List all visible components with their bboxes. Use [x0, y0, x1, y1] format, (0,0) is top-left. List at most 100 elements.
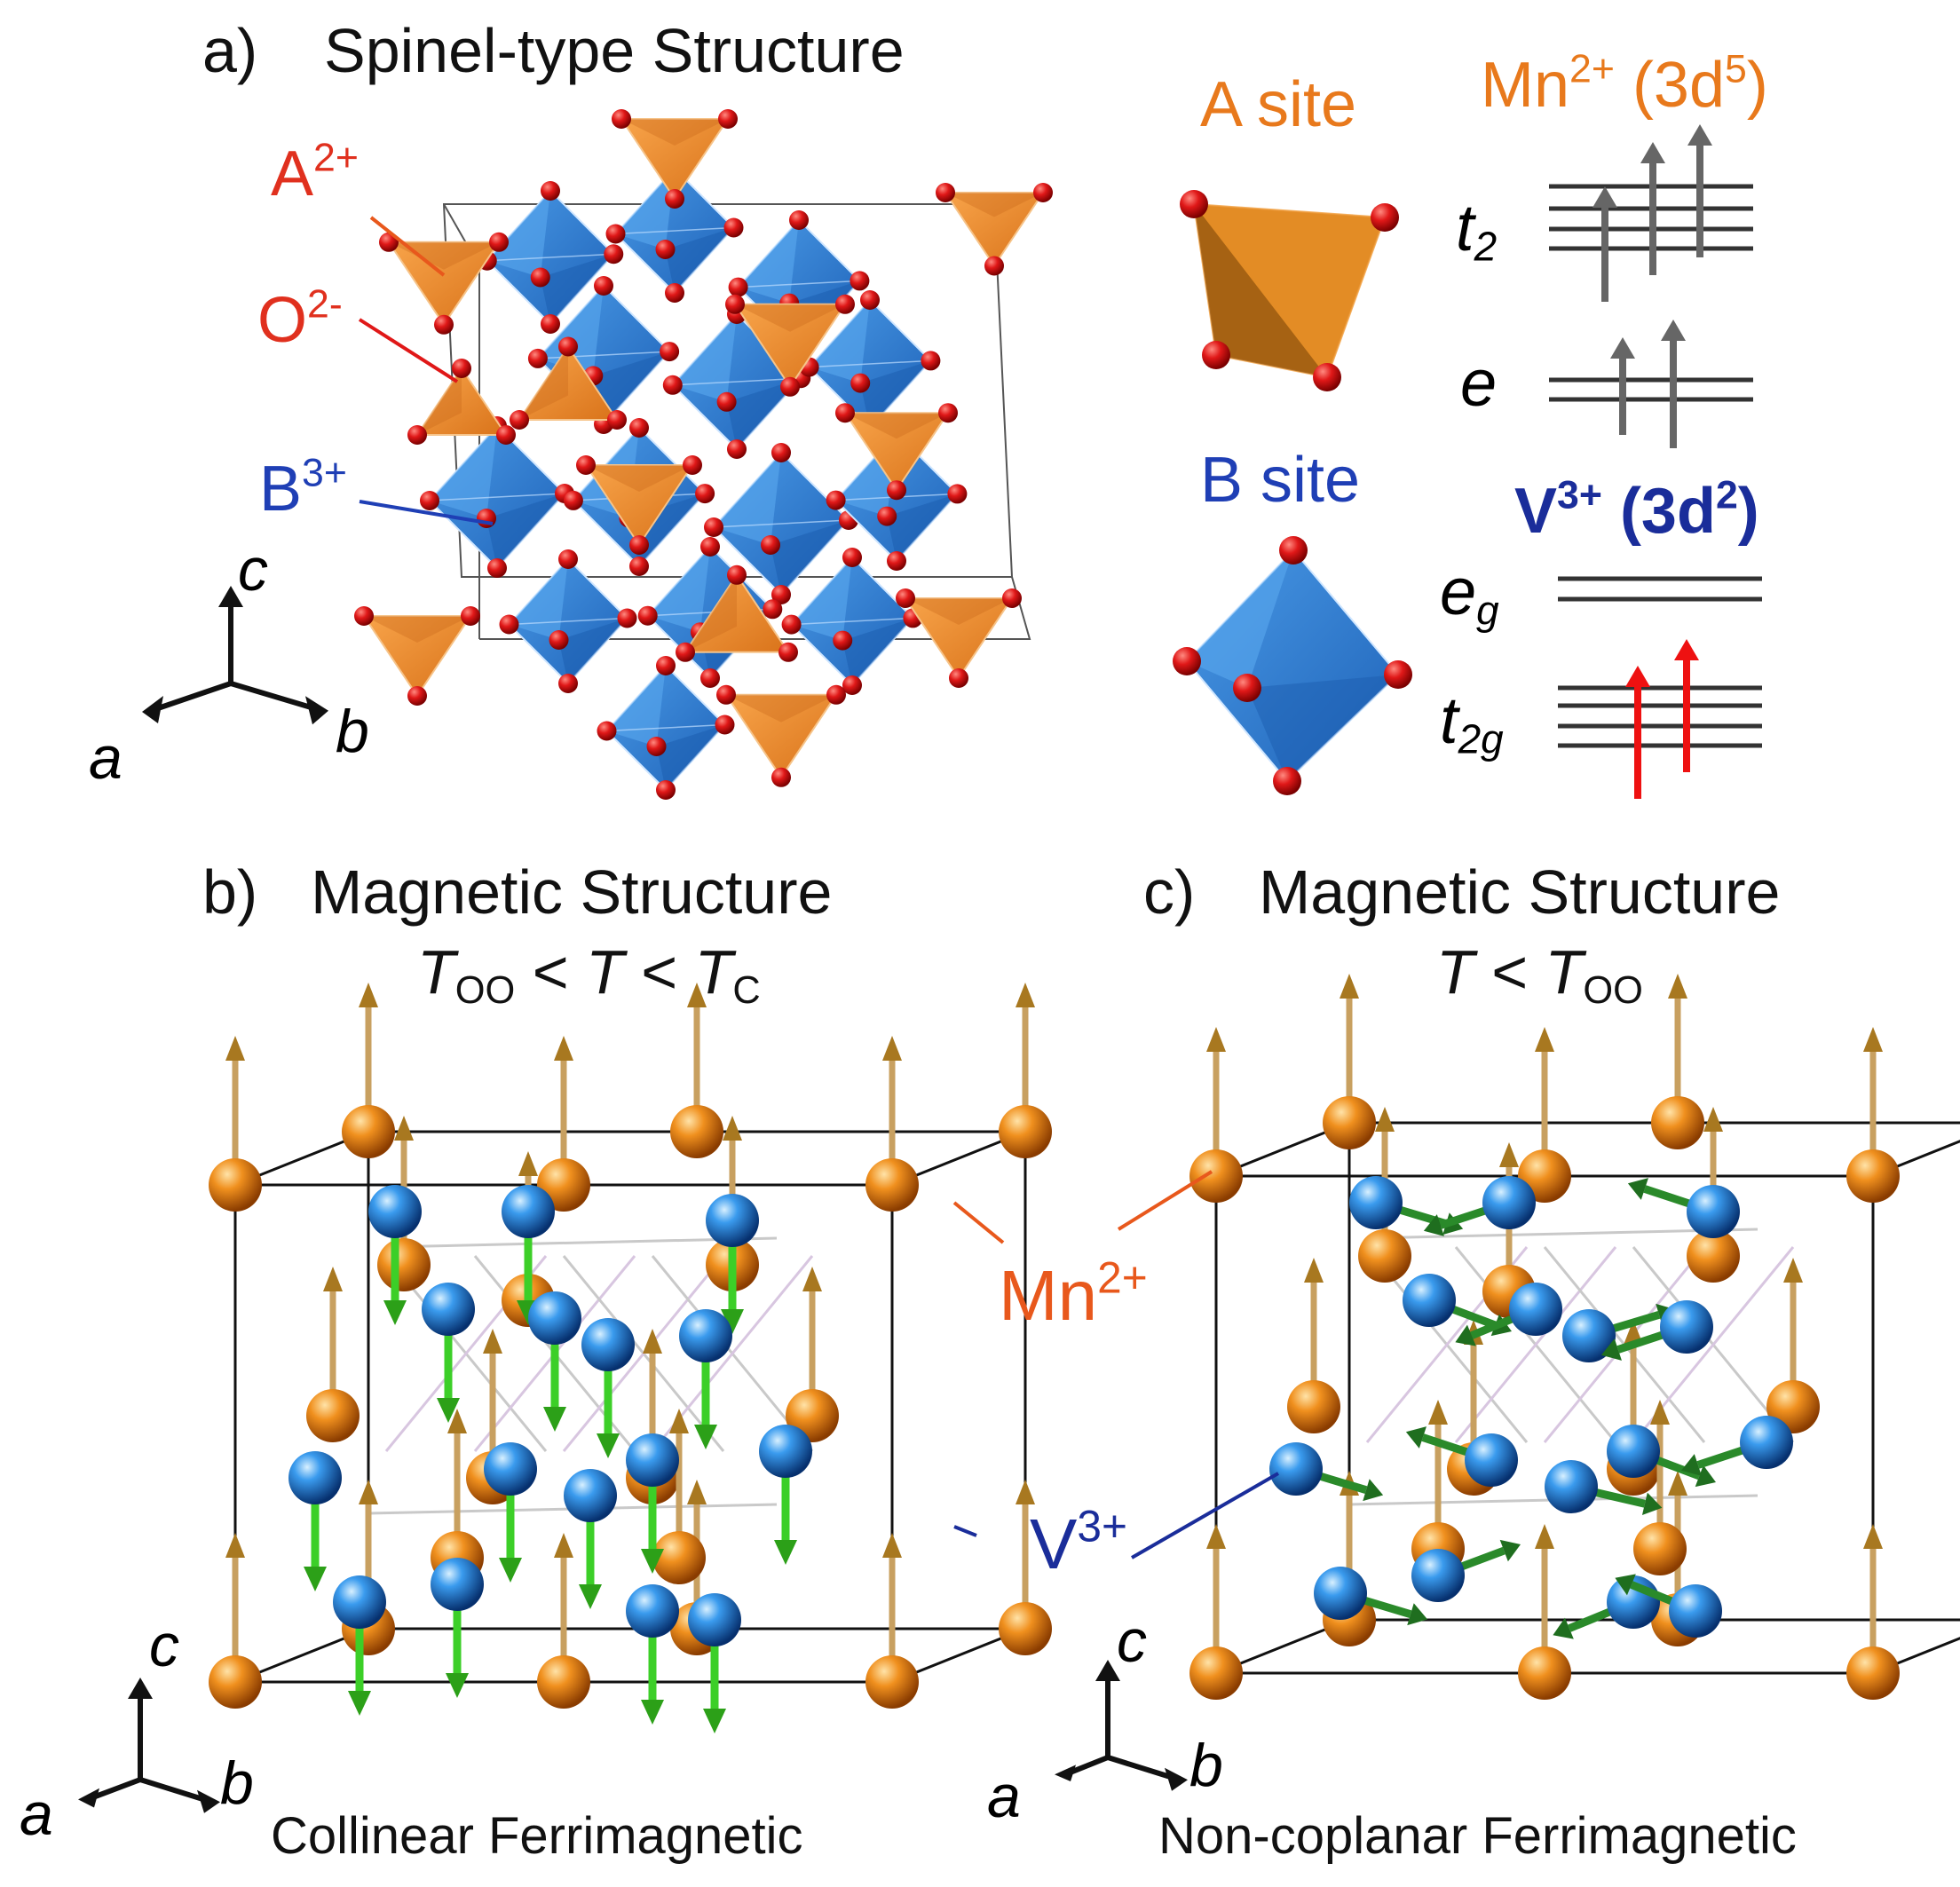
oxygen-atom	[510, 410, 529, 430]
tetrahedron-face	[621, 119, 728, 146]
v-ion-sphere	[1660, 1300, 1713, 1354]
oxygen-atom	[936, 183, 955, 202]
oxygen-atom	[597, 721, 617, 741]
oxygen-atom	[477, 509, 496, 528]
mn-spin-arrow-head	[554, 1036, 573, 1061]
spin-up-arrow-head	[1687, 124, 1712, 146]
axis-c-b-label: b	[1189, 1732, 1223, 1799]
oxygen-atom	[1202, 341, 1230, 369]
b-site-octahedron-face	[1247, 675, 1398, 781]
oxygen-atom	[660, 342, 680, 362]
oxygen-atom	[629, 418, 649, 438]
tetrahedron-face	[586, 465, 692, 492]
oxygen-atom	[604, 244, 624, 264]
v-ion-sphere	[1403, 1274, 1456, 1327]
v-ion-sphere	[1411, 1549, 1465, 1602]
oxygen-atom	[826, 490, 846, 510]
mn-spin-arrow-head	[1535, 1027, 1554, 1052]
mn-spin-arrow-head	[359, 1480, 378, 1504]
oxygen-atom	[489, 232, 509, 252]
mn-ion-sphere	[652, 1531, 706, 1584]
oxygen-atom	[487, 558, 507, 578]
mn-ion-sphere	[1358, 1229, 1411, 1283]
oxygen-atom	[704, 517, 723, 537]
a-site-tetrahedron-face	[1194, 204, 1385, 377]
energy-level-diagrams	[1549, 124, 1762, 799]
mn-spin-arrow-head	[554, 1533, 573, 1558]
oxygen-atom	[700, 668, 720, 688]
a-site-label: A site	[1200, 69, 1357, 140]
panel-c-caption: Non-coplanar Ferrimagnetic	[1158, 1807, 1797, 1865]
mn-spin-arrow-head	[323, 1267, 343, 1291]
oxygen-atom	[558, 549, 578, 569]
collinear-magnetic-structure	[209, 983, 1052, 1733]
axis-c-arrow-head	[128, 1678, 153, 1699]
oxygen-atom	[420, 491, 439, 510]
v-spin-arrow-head	[641, 1700, 664, 1725]
mn-ion-label: Mn2+	[999, 1252, 1148, 1335]
octahedron-edge	[809, 359, 931, 368]
leader-lines	[358, 216, 1279, 1559]
mn-ion-sphere	[1189, 1646, 1243, 1700]
v-spin-arrow-head	[1455, 1324, 1476, 1346]
mn-spin-arrow-head	[882, 1533, 902, 1558]
octahedron-face	[593, 351, 670, 424]
oxygen-atom	[612, 109, 631, 129]
v-ion-sphere	[1740, 1416, 1793, 1469]
oxygen-atom	[558, 674, 578, 693]
v-ion-sphere	[706, 1194, 759, 1247]
spin-up-arrow-head	[1610, 337, 1635, 359]
b-site-label: B site	[1200, 445, 1361, 516]
mn-ion-sphere	[209, 1158, 262, 1212]
mn-spin-arrow-head	[882, 1036, 902, 1061]
v-leader-left	[953, 1525, 977, 1537]
octahedron-face	[615, 169, 675, 249]
oxygen-atom	[637, 605, 658, 626]
mn-ion-sphere	[306, 1389, 360, 1442]
oxygen-atom	[676, 642, 695, 662]
octahedron-face	[558, 618, 628, 683]
v-ion-sphere	[564, 1469, 617, 1522]
axis-b-arrow	[1107, 1755, 1173, 1780]
octahedron-edge	[537, 351, 670, 359]
oxygen-atom	[1173, 647, 1201, 675]
axis-b-arrow-head	[197, 1789, 220, 1813]
site-polyhedra	[1173, 190, 1412, 795]
axis-a-arrow	[92, 1777, 142, 1800]
axis-a-arrow	[157, 681, 232, 711]
mn-spin-arrow-head	[1624, 1320, 1643, 1345]
oxygen-atom	[655, 240, 676, 259]
tetrahedron-face	[519, 346, 568, 420]
level-e-label: e	[1460, 346, 1498, 420]
v-ion-sphere	[333, 1575, 386, 1629]
axis-a-arrow-head	[142, 696, 163, 723]
oxygen-atom	[354, 606, 374, 626]
octahedron-face	[738, 220, 799, 304]
label-oxygen: O2-	[257, 282, 343, 356]
axis-b-c-label: c	[149, 1612, 179, 1679]
octahedron-face	[887, 493, 958, 561]
panel-a-tag: a)	[202, 16, 258, 85]
oxygen-atom	[594, 276, 613, 296]
oxygen-atom	[921, 351, 941, 371]
oxygen-atom	[716, 684, 736, 705]
v-spin-arrow-head	[579, 1584, 602, 1609]
v-spin-arrow-head	[1641, 1492, 1663, 1515]
v-ion-sphere	[422, 1283, 475, 1336]
tetrahedron	[620, 118, 730, 201]
oxygen-atom	[727, 565, 747, 585]
octahedron-edge	[713, 519, 850, 528]
v-spin-arrow-head	[703, 1709, 726, 1733]
spin-up-arrow-head	[1640, 142, 1665, 163]
mn-leader-left	[952, 1201, 1005, 1244]
oxygen-atom	[1384, 660, 1412, 689]
oxygen-atom	[723, 217, 744, 238]
level-t2-label: t2	[1456, 191, 1498, 270]
mn-spin-arrow-head	[1535, 1524, 1554, 1549]
v-config-label: V3+ (3d2)	[1514, 473, 1759, 547]
oxygen-atom	[461, 606, 480, 626]
v-ion-sphere	[1687, 1185, 1740, 1238]
oxygen-atom	[549, 630, 569, 650]
v-ion-sphere	[431, 1558, 484, 1611]
